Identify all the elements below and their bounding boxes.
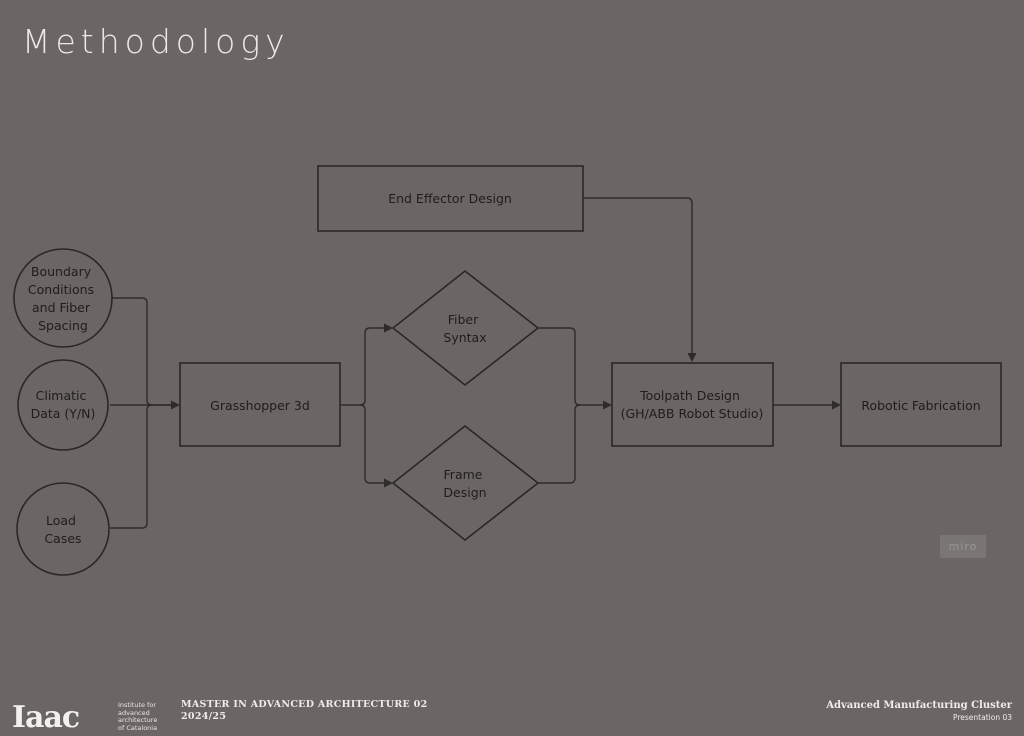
node-fiber-line-2: Syntax	[443, 330, 486, 345]
edge-frame-to-toolpath	[538, 404, 581, 484]
presentation-number: Presentation 03	[952, 713, 1012, 722]
svg-text:Load Cases: Load Cases	[44, 513, 81, 546]
node-boundary-line-1: Boundary	[31, 264, 92, 279]
node-fiber-line-1: Fiber	[448, 312, 479, 327]
edge-grasshopper-to-fiber	[340, 327, 386, 406]
node-climatic-line-2: Data (Y/N)	[31, 406, 96, 421]
miro-watermark: miro	[940, 535, 986, 558]
node-end-effector: End Effector Design	[317, 165, 584, 232]
flow-edges	[110, 197, 841, 529]
cluster-name: Advanced Manufacturing Cluster	[826, 700, 1012, 711]
edge-endeffector-to-toolpath	[583, 197, 693, 355]
arrowhead-grasshopper	[171, 400, 180, 410]
node-load-line-2: Cases	[44, 531, 81, 546]
arrowhead-robotic	[832, 400, 841, 410]
institute-line-1: Institute for	[118, 701, 156, 709]
edge-boundary-to-grasshopper	[112, 297, 173, 406]
institute-line-4: of Catalonia	[118, 723, 158, 732]
edge-grasshopper-to-frame	[359, 404, 386, 484]
node-frame-design: Frame Design	[391, 424, 540, 542]
svg-text:Fiber Syntax: Fiber Syntax	[443, 312, 486, 345]
node-end-effector-label: End Effector Design	[388, 191, 512, 206]
node-load-line-1: Load	[46, 513, 76, 528]
node-boundary-line-4: Spacing	[38, 318, 88, 333]
edge-load-to-grasshopper	[110, 404, 153, 529]
node-boundary-line-2: Conditions	[28, 282, 94, 297]
node-robotic-label: Robotic Fabrication	[861, 398, 980, 413]
edge-fiber-to-toolpath	[538, 327, 605, 406]
node-grasshopper-label: Grasshopper 3d	[210, 398, 310, 413]
svg-text:Robotic Fabrication: Robotic Fabrication	[861, 398, 980, 413]
program-name: MASTER IN ADVANCED ARCHITECTURE 02	[181, 699, 428, 710]
node-toolpath-line-1: Toolpath Design	[639, 388, 740, 403]
node-frame-line-1: Frame	[444, 467, 483, 482]
node-fiber-syntax: Fiber Syntax	[391, 269, 540, 387]
arrowhead-frame	[384, 478, 393, 488]
svg-text:Toolpath Design (GH/ABB: Toolpath Design (GH/ABB Robot Studio)	[621, 388, 764, 421]
institute-name: Institute for advanced architecture of C…	[118, 701, 178, 732]
node-boundary-conditions: Boundary Conditions and Fiber Spacing	[13, 248, 113, 348]
program-year: 2024/25	[181, 711, 227, 722]
node-climatic-data: Climatic Data (Y/N)	[17, 359, 109, 451]
page-title: Methodology	[22, 22, 290, 61]
node-climatic-line-1: Climatic	[36, 388, 87, 403]
node-frame-line-2: Design	[443, 485, 486, 500]
institute-line-3: architecture	[118, 716, 158, 724]
node-toolpath-design: Toolpath Design (GH/ABB Robot Studio)	[611, 362, 774, 447]
node-robotic-fabrication: Robotic Fabrication	[840, 362, 1002, 447]
program-info: MASTER IN ADVANCED ARCHITECTURE 02 2024/…	[181, 699, 428, 723]
svg-text:Frame Design: Frame Design	[443, 467, 486, 500]
arrowhead-toolpath-top	[687, 353, 697, 362]
node-toolpath-line-2: (GH/ABB Robot Studio)	[621, 406, 764, 421]
institute-line-2: advanced	[118, 708, 150, 717]
arrowhead-toolpath-left	[603, 400, 612, 410]
svg-text:Climatic Data (Y/N): Climatic Data (Y/N)	[31, 388, 96, 421]
node-load-cases: Load Cases	[16, 482, 110, 576]
node-grasshopper: Grasshopper 3d	[179, 362, 341, 447]
svg-text:End Effector Design: End Effector Design	[388, 191, 512, 206]
svg-text:Grasshopper 3d: Grasshopper 3d	[210, 398, 310, 413]
cluster-info: Advanced Manufacturing Cluster Presentat…	[826, 699, 1012, 724]
node-boundary-line-3: and Fiber	[32, 300, 91, 315]
arrowhead-fiber	[384, 323, 393, 333]
svg-text:Boundary Conditions: Boundary Conditions and Fiber Spacing	[28, 264, 98, 333]
iaac-logo: Iaac	[12, 700, 80, 735]
